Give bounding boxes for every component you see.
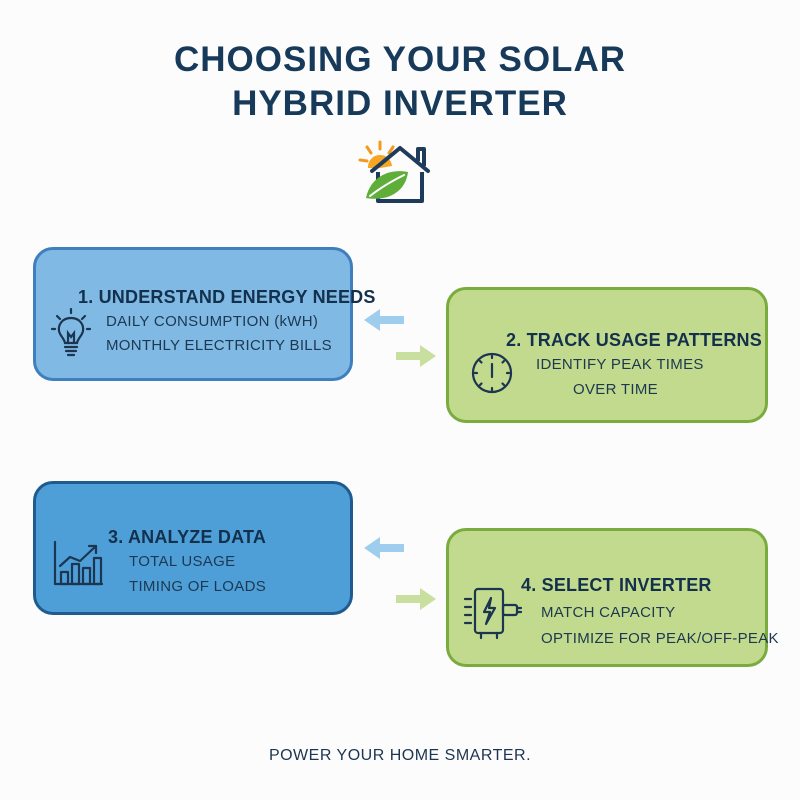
step-2-card: 2. TRACK USAGE PATTERNS IDENTIFY PEAK TI… [446, 287, 768, 423]
step-4-line-1: MATCH CAPACITY [541, 604, 676, 621]
step-1-line-1: DAILY CONSUMPTION (kWH) [106, 313, 319, 330]
title-line-2: HYBRID INVERTER [232, 84, 568, 123]
page-title: CHOOSING YOUR SOLAR HYBRID INVERTER [0, 38, 800, 126]
step-3-line-1: TOTAL USAGE [129, 553, 236, 570]
step-2-line-2: OVER TIME [573, 381, 658, 398]
arrow-right-icon [396, 588, 436, 610]
step-3-line-2: TIMING OF LOADS [129, 578, 267, 595]
lightbulb-icon [50, 308, 92, 357]
step-4-line-2: OPTIMIZE FOR PEAK/OFF-PEAK [541, 630, 779, 647]
step-1-heading: 1. UNDERSTAND ENERGY NEEDS [78, 287, 376, 307]
arrow-left-icon [364, 537, 404, 559]
arrow-right-icon [396, 345, 436, 367]
clock-icon [471, 352, 513, 394]
step-2-line-1: IDENTIFY PEAK TIMES [536, 356, 704, 373]
step-3-heading: 3. ANALYZE DATA [108, 527, 267, 547]
solar-house-logo-icon [358, 140, 430, 203]
step-3-card: 3. ANALYZE DATA TOTAL USAGE TIMING OF LO… [33, 481, 353, 615]
bar-chart-icon [53, 540, 104, 586]
step-4-card: 4. SELECT INVERTER MATCH CAPACITY OPTIMI… [446, 528, 779, 667]
title-line-1: CHOOSING YOUR SOLAR [173, 40, 626, 79]
arrow-left-icon [364, 309, 404, 331]
step-2-heading: 2. TRACK USAGE PATTERNS [506, 330, 762, 350]
step-4-heading: 4. SELECT INVERTER [521, 575, 712, 595]
step-1-line-2: MONTHLY ELECTRICITY BILLS [106, 337, 332, 354]
footer-tagline: POWER YOUR HOME SMARTER. [268, 747, 532, 764]
inverter-icon [463, 587, 523, 640]
step-1-card: 1. UNDERSTAND ENERGY NEEDS DAILY CONSUMP… [33, 247, 375, 381]
